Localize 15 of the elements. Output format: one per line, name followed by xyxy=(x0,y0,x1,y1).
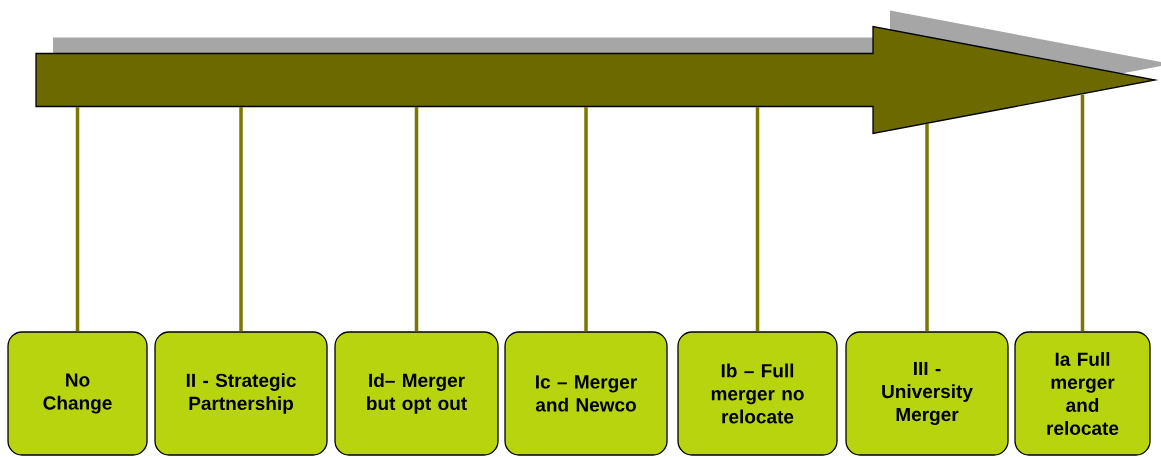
option-box: II - Strategic Partnership xyxy=(154,331,328,456)
connector-line xyxy=(925,123,929,332)
option-box: III - University Merger xyxy=(845,331,1009,456)
option-box: Id– Merger but opt out xyxy=(334,331,499,456)
option-box: Ia Full merger and relocate xyxy=(1014,331,1151,456)
connector-line xyxy=(584,107,588,332)
option-box: Ic – Merger and Newco xyxy=(504,331,668,456)
connector-line xyxy=(1080,94,1085,332)
connector-line xyxy=(755,107,760,332)
option-box: Ib – Full merger no relocate xyxy=(677,331,838,456)
connector-line xyxy=(239,107,243,332)
connector-line xyxy=(414,107,419,332)
connector-line xyxy=(75,107,80,332)
option-box: No Change xyxy=(7,331,148,456)
timeline-arrow xyxy=(35,10,1161,135)
